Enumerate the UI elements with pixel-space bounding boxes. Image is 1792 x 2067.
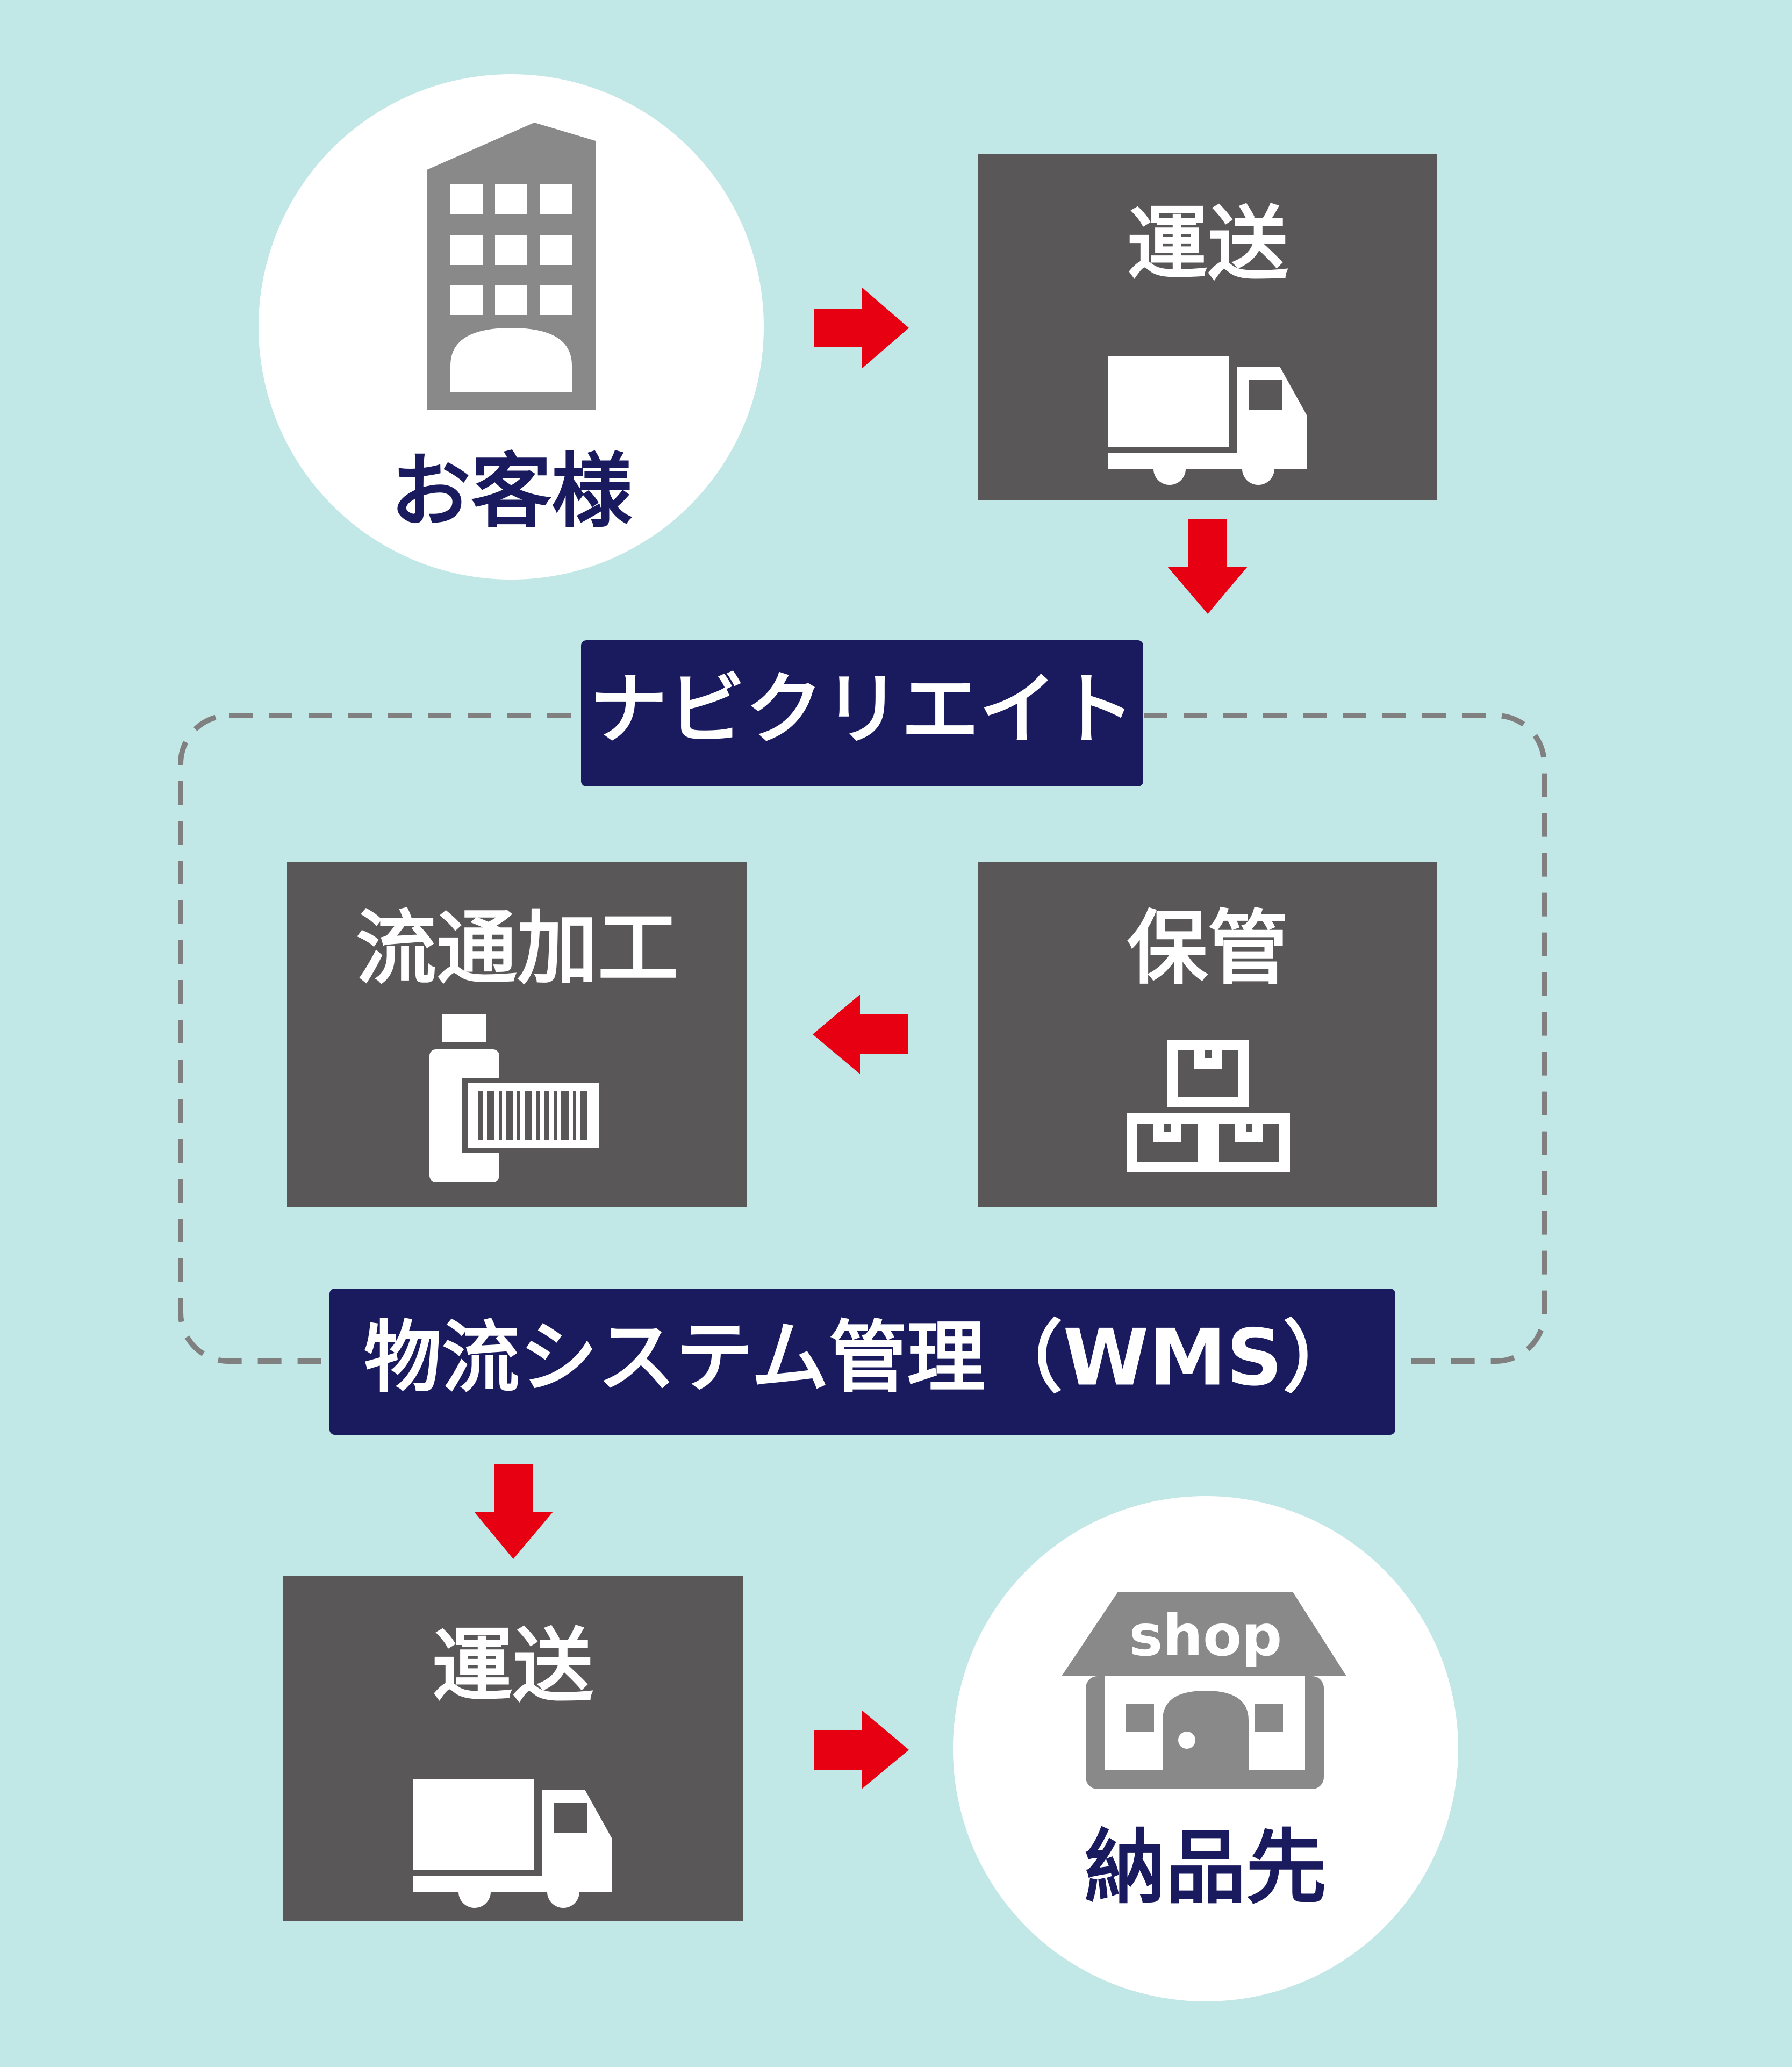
- truck-icon: [1108, 356, 1307, 485]
- shop-icon: shop: [1062, 1592, 1346, 1789]
- customer-label: お客様: [390, 445, 633, 539]
- arrow-down-icon: [474, 1464, 553, 1559]
- customer-node: お客様: [259, 74, 764, 580]
- transport-bottom-node: 運送: [283, 1576, 743, 1921]
- wms-label: 物流システム管理（WMS）: [329, 1289, 1395, 1435]
- destination-label: 納品先: [1085, 1821, 1327, 1915]
- company-label: ナビクリエイト: [581, 640, 1143, 786]
- storage-label: 保管: [1127, 902, 1288, 996]
- barcode-scanner-icon: [429, 1014, 605, 1182]
- wms-label-text: 物流システム管理（WMS）: [364, 1313, 1360, 1404]
- processing-label: 流通加工: [356, 902, 678, 996]
- arrow-right-icon: [814, 1710, 909, 1789]
- transport-top-label: 運送: [1127, 198, 1288, 291]
- destination-node: shop 納品先: [953, 1496, 1458, 2001]
- processing-node: 流通加工: [287, 862, 747, 1207]
- arrow-left-icon: [813, 995, 908, 1074]
- shop-sign-text: shop: [1129, 1603, 1282, 1669]
- arrow-down-icon: [1167, 519, 1248, 614]
- transport-top-node: 運送: [978, 154, 1437, 500]
- boxes-icon: [1127, 1040, 1290, 1172]
- company-label-text: ナビクリエイト: [590, 664, 1135, 755]
- building-icon: [427, 123, 596, 410]
- storage-node: 保管: [978, 862, 1437, 1207]
- truck-icon: [413, 1779, 612, 1908]
- transport-bottom-label: 運送: [432, 1620, 593, 1713]
- arrow-right-icon: [814, 287, 909, 369]
